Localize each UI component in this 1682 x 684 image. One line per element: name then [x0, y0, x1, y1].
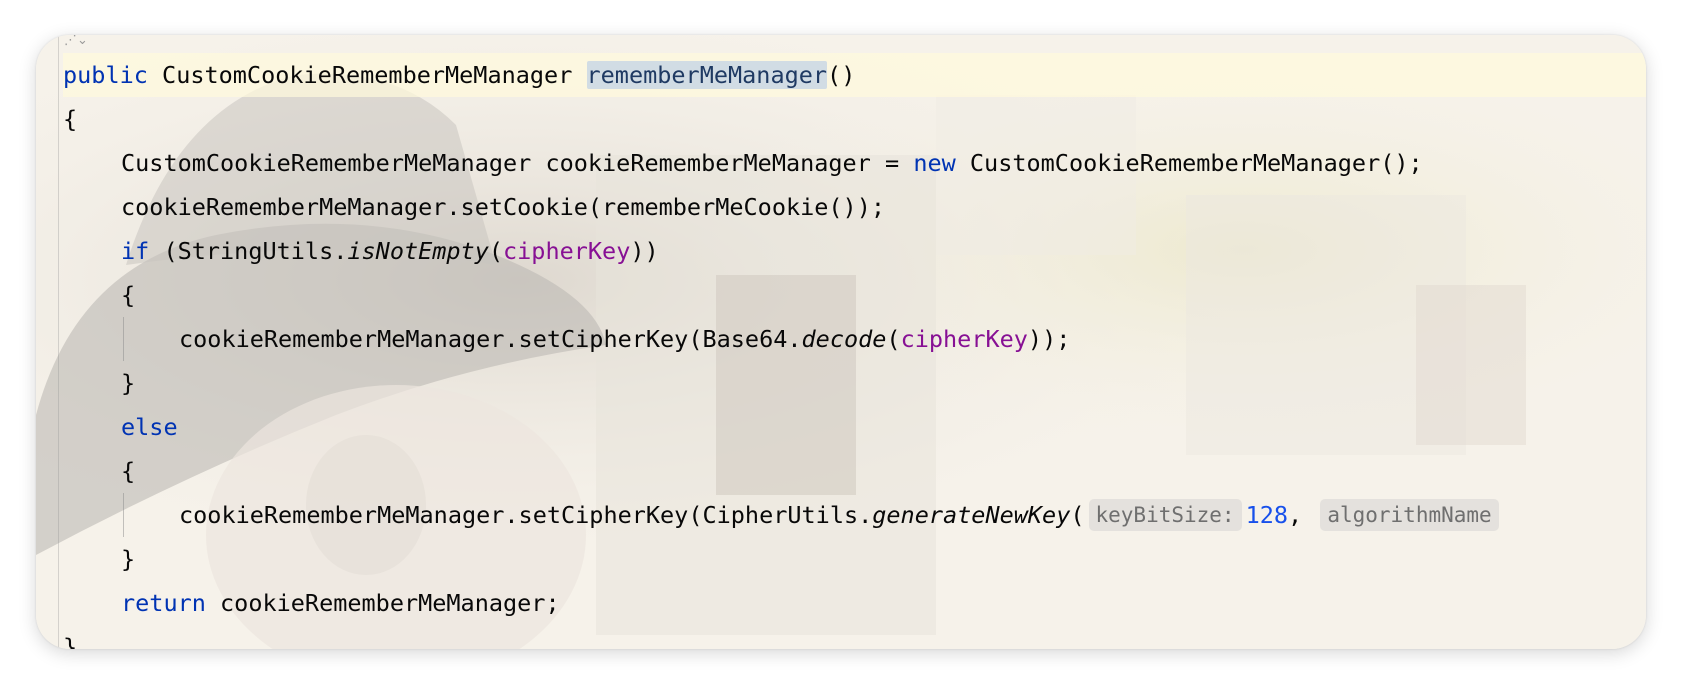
code-line[interactable]: } [63, 361, 1646, 405]
code-editor-window: ⋰⌄ public CustomCookieRememberMeManager … [36, 35, 1646, 649]
code-line[interactable]: return cookieRememberMeManager; [63, 581, 1646, 625]
code-line[interactable]: else [63, 405, 1646, 449]
code-token: { [121, 457, 136, 485]
code-token: cookieRememberMeManager.setCookie(rememb… [121, 193, 886, 221]
gutter-divider [58, 35, 59, 649]
code-token: isNotEmpty [347, 237, 489, 265]
code-token: { [63, 105, 78, 133]
code-token: if [121, 237, 150, 265]
parameter-hint: algorithmName [1320, 499, 1499, 531]
parameter-hint: keyBitSize: [1088, 499, 1242, 531]
code-token: { [121, 281, 136, 309]
code-token: (StringUtils. [149, 237, 348, 265]
code-token: generateNewKey [872, 501, 1071, 529]
code-token: cookieRememberMeManager; [205, 589, 560, 617]
code-token: cipherKey [900, 325, 1028, 353]
code-line[interactable]: cookieRememberMeManager.setCookie(rememb… [63, 185, 1646, 229]
code-token: } [121, 369, 136, 397]
code-token: } [63, 633, 78, 649]
code-token: new [913, 149, 956, 177]
code-token: 128 [1245, 501, 1289, 529]
code-line[interactable]: { [63, 97, 1646, 141]
code-line[interactable]: if (StringUtils.isNotEmpty(cipherKey)) [63, 229, 1646, 273]
code-token: rememberMeManager [586, 61, 828, 89]
code-line[interactable]: } [63, 537, 1646, 581]
code-token: decode [801, 325, 887, 353]
code-token: cookieRememberMeManager.setCipherKey(Bas… [179, 325, 802, 353]
code-token: public [63, 61, 148, 89]
code-line[interactable]: } [63, 625, 1646, 649]
code-line[interactable]: CustomCookieRememberMeManager cookieReme… [63, 141, 1646, 185]
indent-guide [123, 493, 124, 537]
code-area[interactable]: public CustomCookieRememberMeManager rem… [63, 53, 1646, 649]
code-token: )); [1027, 325, 1071, 353]
code-line[interactable]: public CustomCookieRememberMeManager rem… [63, 53, 1646, 97]
code-token: CustomCookieRememberMeManager [162, 61, 573, 89]
code-token: cookieRememberMeManager.setCipherKey(Cip… [179, 501, 873, 529]
code-token: ( [488, 237, 504, 265]
background-artwork [36, 35, 1646, 649]
code-fold-icon[interactable]: ⋰⌄ [64, 35, 88, 48]
code-token: cipherKey [503, 237, 631, 265]
code-token: () [827, 61, 856, 89]
code-line[interactable]: cookieRememberMeManager.setCipherKey(Cip… [63, 493, 1646, 537]
indent-guide [123, 317, 124, 361]
code-token: CustomCookieRememberMeManager cookieReme… [121, 149, 914, 177]
code-line[interactable]: cookieRememberMeManager.setCipherKey(Bas… [63, 317, 1646, 361]
code-token: ( [886, 325, 901, 353]
code-token: } [121, 545, 136, 573]
code-token: CustomCookieRememberMeManager(); [955, 149, 1423, 177]
code-token: ( [1070, 501, 1085, 529]
code-token [572, 61, 586, 89]
code-token: else [121, 413, 178, 441]
code-line[interactable]: { [63, 273, 1646, 317]
code-token [148, 61, 162, 89]
code-line[interactable]: { [63, 449, 1646, 493]
code-token: , [1288, 501, 1317, 529]
code-token: return [121, 589, 206, 617]
code-token: )) [630, 237, 659, 265]
